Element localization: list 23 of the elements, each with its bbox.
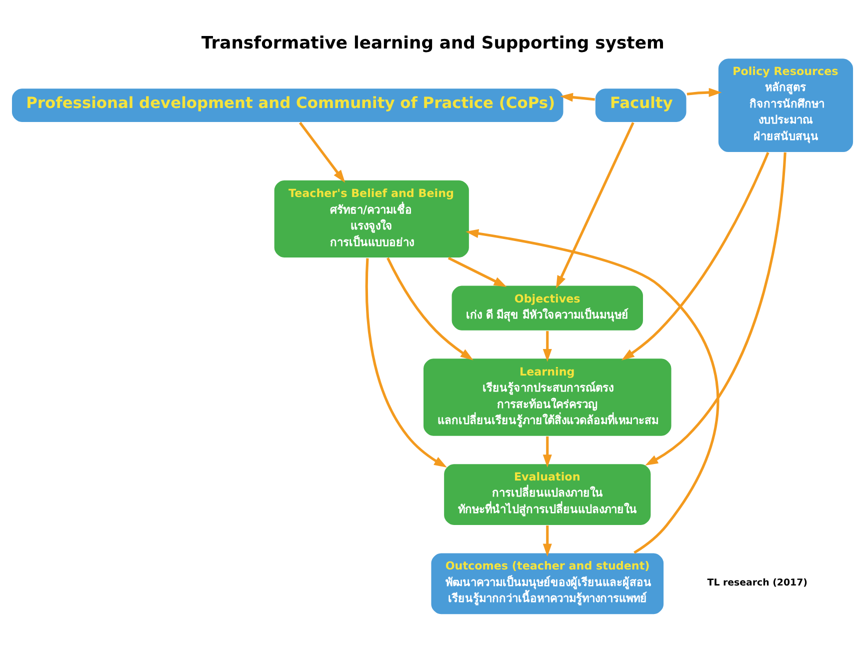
- arrow: [686, 87, 722, 96]
- arrow: [466, 228, 720, 554]
- arrow: [365, 258, 447, 467]
- node-box: Learning เรียนรู้จากประสบการณ์ตรง การสะท้อนใคร่ครวญ แลกเปลี่ยนเรียนรู้ภายใต้สิ่งแวดล้อมที่เหมาะสม: [422, 357, 672, 436]
- arrow: [448, 256, 507, 286]
- node-box: Teacher's Belief and Being ศรัทธา/ความเชื่อ แรงจูงใจ การเป็นแบบอย่าง: [273, 178, 470, 258]
- arrow: [560, 92, 595, 102]
- node-box: Professional development and Community of Practice (CoPs): [11, 87, 564, 122]
- arrow: [556, 122, 634, 288]
- node-box: Faculty: [594, 87, 688, 122]
- diagram-title: Transformative learning and Supporting system: [201, 33, 664, 54]
- arrow: [542, 525, 552, 556]
- arrow: [542, 436, 552, 467]
- arrow: [542, 330, 552, 362]
- arrow: [386, 256, 474, 360]
- arrow: [298, 121, 346, 182]
- arrow: [622, 151, 770, 360]
- node-box: Evaluation การเปลี่ยนแปลงภายใน ทักษะที่นำไปสู่การเปลี่ยนแปลงภายใน: [443, 462, 652, 526]
- node-box: Outcomes (teacher and student) พัฒนาความเป็นมนุษย์ของผู้เรียนและผู้สอน เรียนรู้มากกว่าเนื้อหาความรู้ทางการแพทย์: [430, 552, 664, 614]
- node-box: Policy Resources หลักสูตร กิจการนักศึกษา งบประมาณ ฝ่ายสนับสนุน: [718, 57, 854, 152]
- arrow: [645, 152, 786, 465]
- label: TL research (2017): [707, 576, 808, 588]
- node-box: Objectives เก่ง ดี มีสุข มีหัวใจความเป็นมนุษย์: [450, 284, 644, 331]
